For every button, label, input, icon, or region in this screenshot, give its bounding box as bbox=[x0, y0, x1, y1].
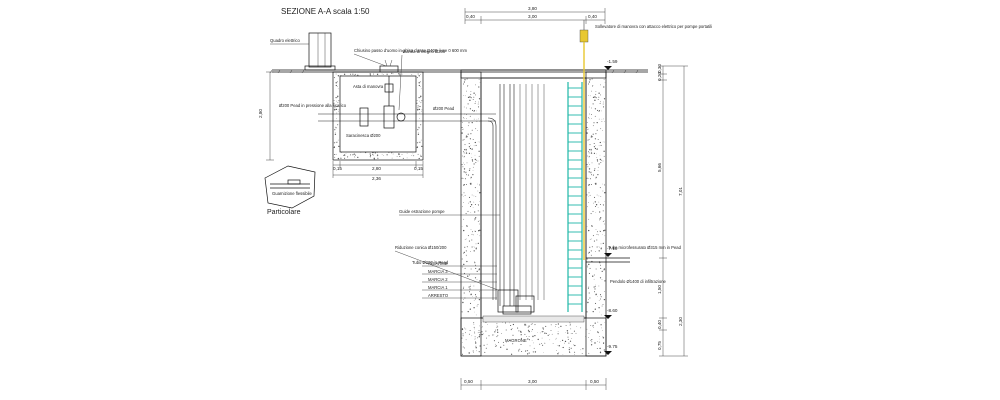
label-tubo-pead: Tubo Ø200 in Pead bbox=[412, 260, 449, 265]
ground-line bbox=[269, 69, 648, 74]
dim-right-040: 0,40 bbox=[657, 320, 662, 329]
leader-valvola bbox=[398, 54, 403, 111]
label-pead: Ø200 Pead bbox=[433, 106, 455, 111]
leader-chiusino bbox=[353, 53, 387, 67]
bottom-dimensions bbox=[460, 378, 607, 390]
label-guide: Guide estrazione pompe bbox=[399, 209, 445, 214]
detail-label: Particolare bbox=[267, 209, 301, 216]
label-valvola: Valvola di ritegno Ø200 bbox=[402, 49, 446, 54]
dim-bottom-050-left: 0,50 bbox=[464, 379, 473, 384]
label-riduzione: Riduzione conica Ø150/200 bbox=[395, 245, 447, 250]
dim-right-075: 0,75 bbox=[657, 341, 662, 350]
dim-chamber-280: 2,80 bbox=[372, 166, 381, 171]
float-switch-table bbox=[422, 265, 497, 299]
well-structure bbox=[460, 69, 607, 357]
detail-particolare bbox=[264, 165, 316, 209]
top-dimensions bbox=[464, 8, 606, 24]
label-asta: Asta di manovra bbox=[353, 84, 384, 89]
label-quadro: Quadro elettrico bbox=[270, 38, 300, 43]
label-magrone: MAGRONE bbox=[505, 338, 527, 343]
pump-pipes bbox=[487, 84, 545, 315]
label-pendolo: Pendolo Ø1400 di infiltrazione bbox=[610, 279, 667, 284]
label-arresto: ARRESTO bbox=[428, 293, 449, 298]
dim-chamber-236: 2,36 bbox=[372, 176, 381, 181]
level-3: -8.60 bbox=[607, 308, 618, 313]
label-marcia3: MARCIA 3 bbox=[428, 269, 448, 274]
chamber-pipe bbox=[318, 76, 496, 129]
dim-bottom-300: 3,00 bbox=[528, 379, 537, 384]
label-tubo-micro: Tubo microfessurato Ø315 mm in Pead bbox=[608, 245, 682, 250]
drawing-title: SEZIONE A-A scala 1:50 bbox=[281, 7, 370, 16]
dim-right-150: 1,50 bbox=[657, 285, 662, 294]
level-2: -7.10 bbox=[607, 246, 618, 251]
label-chiusino: Chiusino passo d'uomo in ghisa classe D4… bbox=[354, 48, 468, 53]
level-4: -9.75 bbox=[607, 344, 618, 349]
label-marcia1: MARCIA 1 bbox=[428, 285, 448, 290]
dim-right-030: 0,30 bbox=[657, 64, 662, 73]
label-saracinesca: Saracinesca Ø200 bbox=[346, 133, 381, 138]
valve-chamber bbox=[332, 59, 424, 161]
dim-top-040-left: 0,40 bbox=[466, 14, 475, 19]
dim-right-020: 0,20 bbox=[657, 72, 662, 81]
right-dimensions bbox=[659, 65, 688, 357]
level-1: -1.59 bbox=[607, 59, 618, 64]
left-height-dimension bbox=[266, 71, 274, 161]
label-marcia2: MARCIA 2 bbox=[428, 277, 448, 282]
dim-right-701: 7,01 bbox=[678, 187, 683, 196]
dim-top-040-right: 0,40 bbox=[588, 14, 597, 19]
dim-bottom-050-right: 0,50 bbox=[590, 379, 599, 384]
chamber-dimensions bbox=[332, 161, 424, 178]
label-pead-pressione: Ø200 Pead in pressione alla scarico bbox=[279, 103, 347, 108]
label-guarnizione: Guarnizione flessibile bbox=[272, 191, 312, 196]
dim-right-566: 5,66 bbox=[657, 163, 662, 172]
level-markers bbox=[604, 66, 612, 355]
label-sollevatore: Sollevatore di manovra con attacco elett… bbox=[595, 24, 712, 29]
lifting-device bbox=[579, 20, 589, 260]
dim-left-280: 2,80 bbox=[258, 109, 263, 118]
dim-chamber-015-right: 0,15 bbox=[414, 166, 423, 171]
dim-chamber-015-left: 0,15 bbox=[333, 166, 342, 171]
electrical-panel bbox=[304, 32, 336, 71]
label-allarme: ALLARME bbox=[428, 261, 448, 266]
dim-right-230: 2,30 bbox=[678, 317, 683, 326]
dim-top-300: 3,00 bbox=[528, 14, 537, 19]
access-ladder bbox=[567, 82, 583, 312]
dim-top-380: 3,80 bbox=[528, 6, 537, 11]
